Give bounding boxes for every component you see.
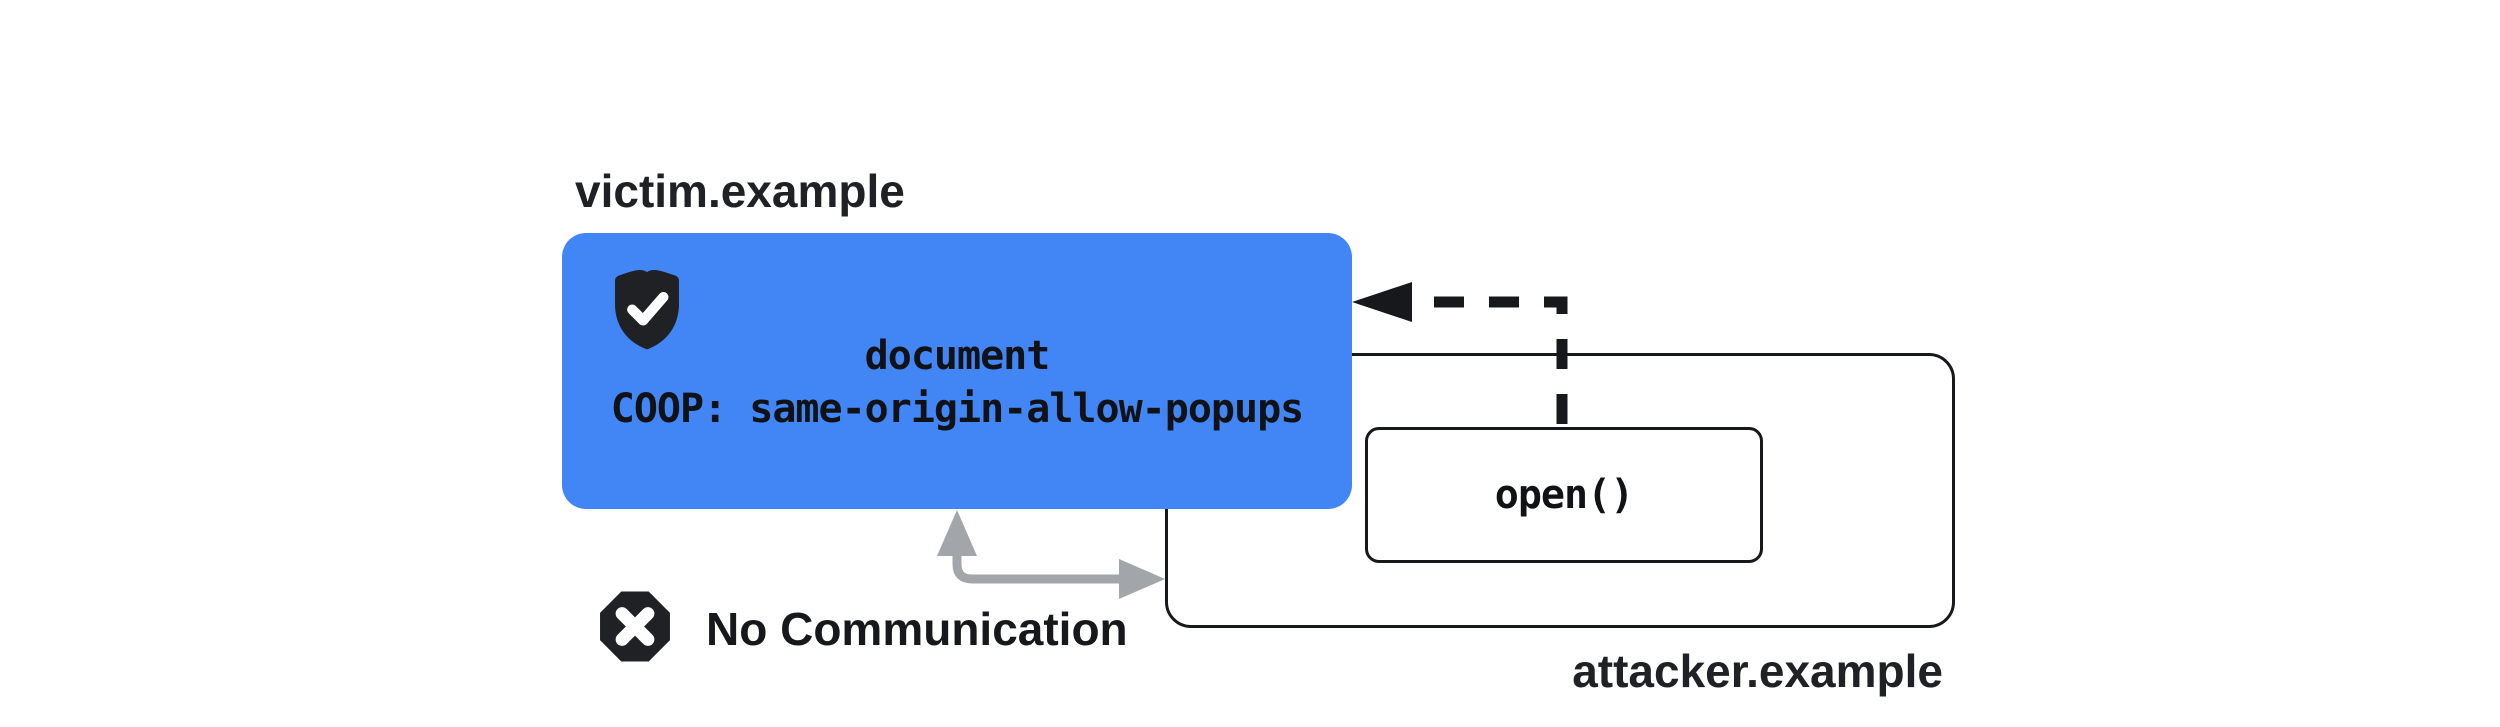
blocked-communication-arrow: [937, 510, 1165, 599]
open-call-box: open(): [1365, 427, 1763, 563]
attacker-domain-label: attacker.example: [1572, 645, 1943, 697]
coop-policy-label: COOP: same-origin-allow-popups: [610, 386, 1304, 432]
no-communication-label: No Communication: [706, 603, 1128, 655]
shield-check-icon: [615, 269, 679, 350]
blocked-x-icon: [600, 591, 670, 662]
open-call-label: open(): [1494, 472, 1634, 518]
victim-document-box: document COOP: same-origin-allow-popups: [562, 233, 1352, 509]
document-label: document: [864, 333, 1051, 379]
victim-domain-label: victim.example: [575, 165, 905, 217]
